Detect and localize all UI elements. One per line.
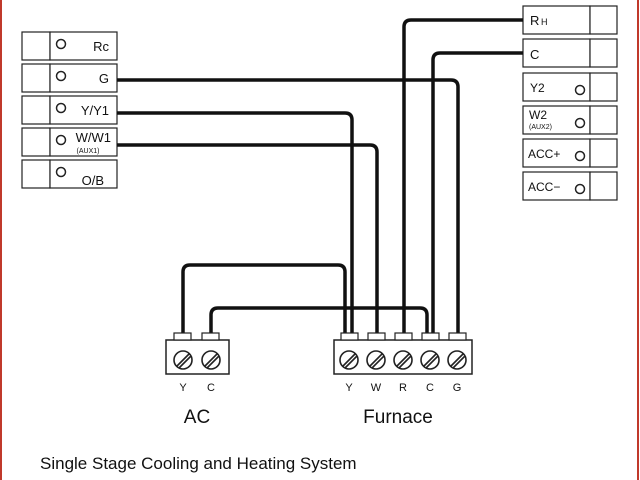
screw-icon — [420, 350, 440, 370]
left-terminal-hole — [55, 166, 67, 178]
right-terminal-label-h: H — [541, 17, 548, 27]
right-terminal-c — [522, 38, 591, 68]
right-tab — [589, 5, 618, 35]
furnace-g-clamp — [448, 332, 467, 341]
right-terminal-label-c: C — [530, 47, 539, 62]
wire-w-w1 — [117, 143, 379, 338]
right-terminal-hole — [574, 84, 586, 96]
ac-terminal-label-y: Y — [179, 382, 187, 394]
furnace-y-clamp — [340, 332, 359, 341]
left-terminal-hole — [55, 134, 67, 146]
right-terminal-label-acc-plus: ACC+ — [528, 147, 560, 161]
left-terminal-hole — [55, 102, 67, 114]
furnace-terminal-label-w: W — [371, 382, 382, 394]
screw-icon — [339, 350, 359, 370]
wire-ac-c — [209, 306, 429, 338]
right-tab — [589, 138, 618, 168]
ac-title: AC — [184, 407, 210, 428]
right-terminal-label-r: R — [530, 13, 539, 28]
right-terminal-rh — [522, 5, 591, 35]
wire-g — [117, 78, 460, 338]
left-terminal-o-b — [49, 159, 118, 189]
left-tab — [21, 95, 51, 125]
right-terminal-hole — [574, 117, 586, 129]
screw-icon — [447, 350, 467, 370]
diagram-caption: Single Stage Cooling and Heating System — [40, 454, 357, 473]
left-terminal-hole — [55, 38, 67, 50]
screw-icon — [201, 350, 221, 370]
left-terminal-label-rc: Rc — [93, 39, 109, 54]
furnace-terminal-label-r: R — [399, 382, 407, 394]
right-tab — [589, 72, 618, 102]
left-tab — [21, 31, 51, 61]
left-terminal-label-y-y1: Y/Y1 — [81, 103, 109, 118]
ac-terminal-strip: Y C AC — [165, 332, 230, 428]
left-terminal-label-g: G — [99, 71, 109, 86]
right-tab — [589, 105, 618, 135]
furnace-w-clamp — [367, 332, 386, 341]
left-terminal-sub-aux1: (AUX1) — [77, 148, 100, 155]
left-terminal-label-w-w1: W/W1 — [76, 130, 111, 145]
right-tab — [589, 171, 618, 201]
furnace-terminal-strip: Y W R C G Furnace — [333, 332, 473, 428]
screw-icon — [393, 350, 413, 370]
right-terminal-hole — [574, 183, 586, 195]
left-tab — [21, 127, 51, 157]
left-tab — [21, 63, 51, 93]
screw-icon — [173, 350, 193, 370]
wire-rh — [402, 18, 523, 338]
right-terminal-label-acc-minus: ACC− — [528, 180, 560, 194]
wires — [117, 18, 523, 338]
left-terminal-hole — [55, 70, 67, 82]
furnace-terminal-label-y: Y — [345, 382, 353, 394]
left-terminal-block: Rc G Y/Y1 W/W1 (AUX1) O/B — [21, 31, 118, 189]
left-terminal-label-o-b: O/B — [82, 173, 104, 188]
wire-ac-y — [181, 263, 347, 338]
furnace-r-clamp — [394, 332, 413, 341]
screw-icon — [366, 350, 386, 370]
right-terminal-label-w2: W2 — [529, 108, 547, 122]
right-terminal-sub-aux2: (AUX2) — [529, 124, 552, 131]
left-tab — [21, 159, 51, 189]
furnace-c-clamp — [421, 332, 440, 341]
right-terminal-block: R H C Y2 W2 (AUX2) ACC+ ACC− — [522, 5, 618, 201]
wire-c — [431, 51, 523, 338]
right-tab — [589, 38, 618, 68]
ac-y-clamp — [173, 332, 192, 341]
ac-c-clamp — [201, 332, 220, 341]
furnace-terminal-label-c: C — [426, 382, 434, 394]
ac-terminal-label-c: C — [207, 382, 215, 394]
furnace-terminal-label-g: G — [453, 382, 462, 394]
wire-y-y1 — [117, 111, 354, 338]
furnace-title: Furnace — [363, 407, 433, 428]
right-terminal-hole — [574, 150, 586, 162]
right-terminal-label-y2: Y2 — [530, 81, 545, 95]
